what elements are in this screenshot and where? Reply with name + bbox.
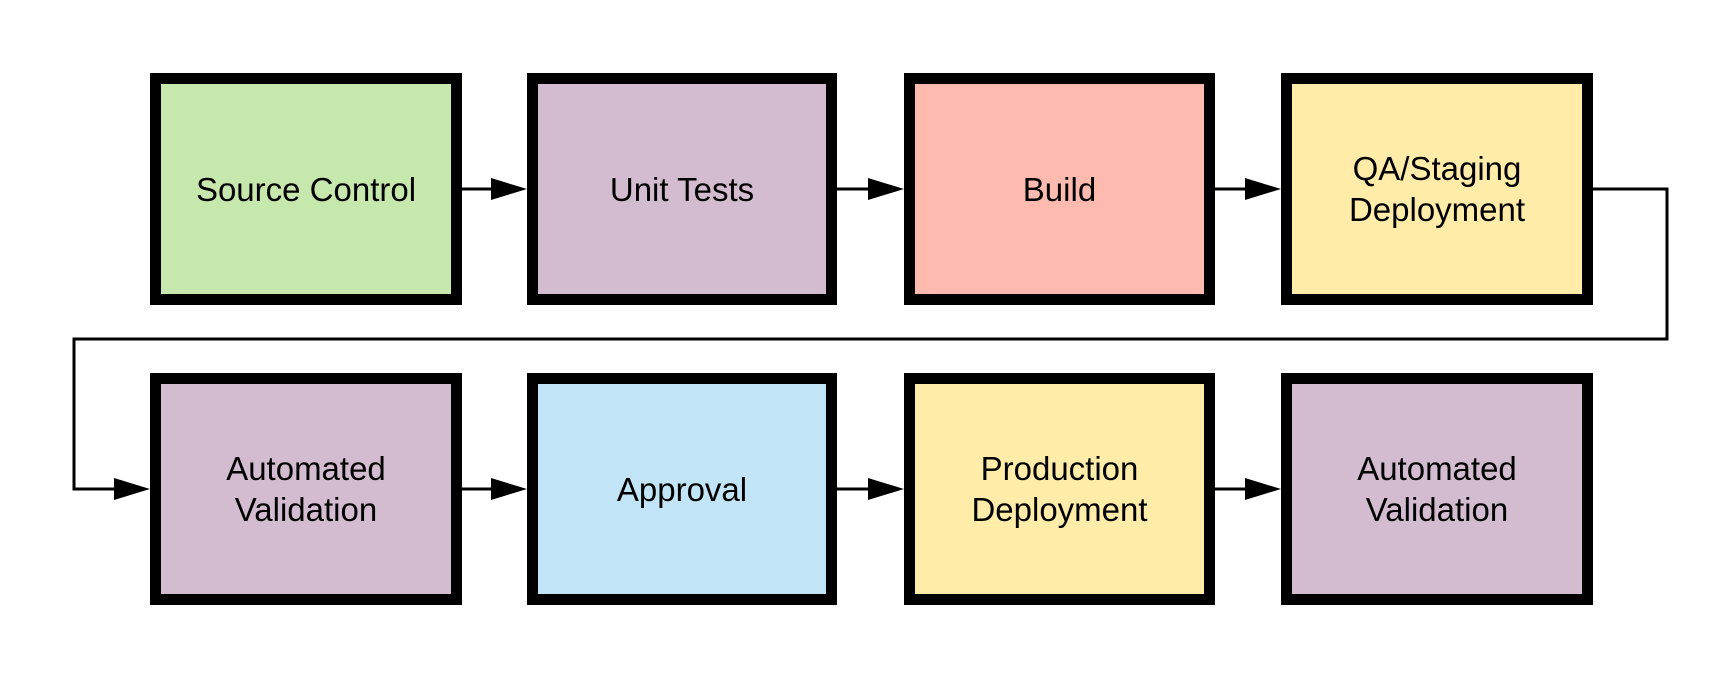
arrow-approval-to-production-deployment — [837, 478, 904, 500]
arrow-unit-tests-to-build — [837, 178, 904, 200]
arrow-source-control-to-unit-tests — [462, 178, 527, 200]
arrow-automated-validation-to-approval — [462, 478, 527, 500]
node-label: Source Control — [195, 170, 417, 208]
node-label: Build — [1022, 170, 1097, 208]
node-build: Build — [904, 73, 1215, 305]
arrow-qa-staging-to-automated-validation — [72, 187, 1669, 500]
arrow-production-deployment-to-automated-validation — [1215, 478, 1281, 500]
node-label: Unit Tests — [609, 170, 755, 208]
arrow-build-to-qa-staging — [1215, 178, 1281, 200]
node-source-control: Source Control — [150, 73, 462, 305]
node-unit-tests: Unit Tests — [527, 73, 837, 305]
node-label: Approval — [616, 470, 748, 508]
node-approval: Approval — [527, 373, 837, 605]
